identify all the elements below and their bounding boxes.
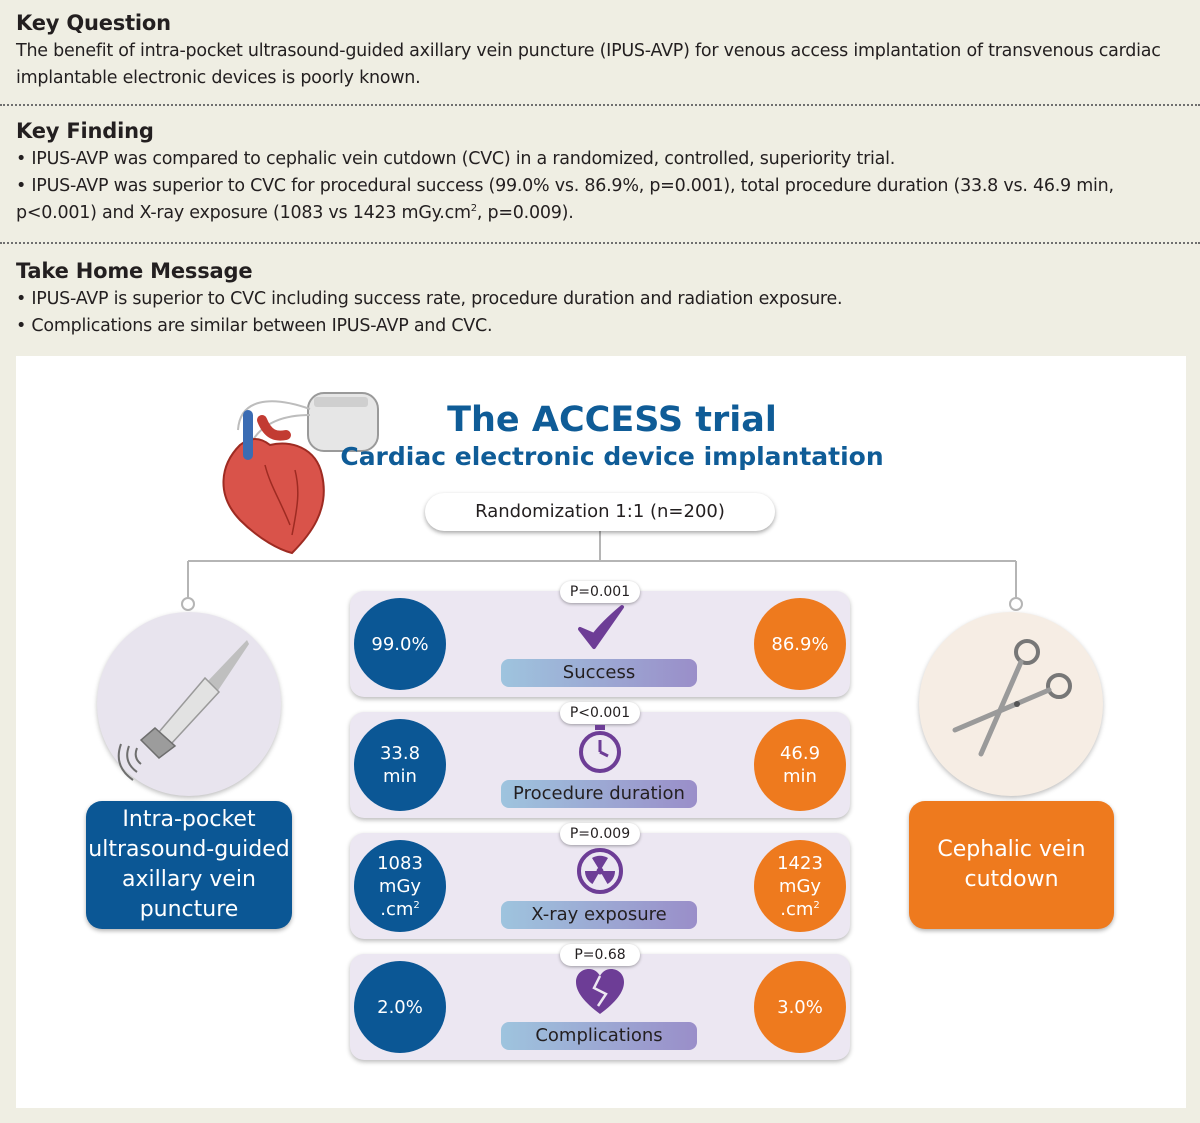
cvc-value-number: 46.9 — [779, 743, 821, 764]
key-finding-bullet-2-cont: p<0.001) and X-ray exposure (1083 vs 142… — [16, 200, 1184, 227]
p-value-badge: P=0.001 — [560, 581, 640, 603]
ipus-value-number: 1083 — [377, 852, 423, 874]
key-question-section: Key Question The benefit of intra-pocket… — [0, 10, 1200, 92]
heart-pacemaker-icon — [222, 392, 379, 555]
outcome-card-success: P=0.001 99.0% Success 86.9% — [350, 581, 850, 697]
scissors-circle — [919, 612, 1103, 796]
cvc-value-unit: mGy — [778, 875, 822, 897]
ipus-value: 99.0% — [354, 598, 446, 690]
section-divider — [0, 242, 1200, 244]
cvc-value: 1423 mGy .cm2 — [754, 840, 846, 932]
ipus-value-text: 2.0% — [377, 996, 423, 1018]
cvc-label-line2: cutdown — [964, 867, 1059, 892]
p-value-badge: P=0.68 — [560, 944, 640, 966]
outcome-card-complications: P=0.68 2.0% Complications 3.0% — [350, 944, 850, 1060]
ultrasound-circle — [97, 612, 281, 796]
key-question-text-line1: The benefit of intra-pocket ultrasound-g… — [16, 41, 1161, 61]
outcome-label: Procedure duration — [501, 780, 697, 808]
take-home-title: Take Home Message — [16, 259, 253, 283]
outcome-card-xray: P=0.009 1083 mGy .cm2 X-ray exposure 142… — [350, 823, 850, 939]
randomization-box: Randomization 1:1 (n=200) — [425, 493, 775, 531]
ipus-value-unit: mGy — [378, 875, 422, 897]
ipus-unit-superscript: 2 — [413, 899, 420, 911]
ultrasound-probe-icon — [117, 640, 249, 781]
cvc-value: 46.9 min — [754, 719, 846, 811]
take-home-bullet-2: Complications are similar between IPUS-A… — [16, 313, 1184, 340]
ipus-value-unit-cm: .cm — [380, 898, 414, 920]
outcome-label: Success — [501, 659, 697, 687]
take-home-bullet-1: IPUS-AVP is superior to CVC including su… — [16, 286, 1184, 313]
cvc-value-text: 3.0% — [777, 996, 823, 1018]
section-divider — [0, 104, 1200, 106]
radiation-icon — [570, 845, 630, 897]
cvc-value-unit-cm: .cm — [780, 898, 814, 920]
cvc-value-unit: min — [783, 766, 817, 787]
ipus-value-number: 33.8 — [379, 743, 421, 764]
key-question-title: Key Question — [16, 11, 171, 35]
outcome-label: X-ray exposure — [501, 901, 697, 929]
ipus-avp-label-line4: puncture — [139, 897, 239, 922]
key-finding-bullet-2-part-a: p<0.001) and X-ray exposure (1083 vs 142… — [16, 203, 471, 223]
cvc-value-text: 86.9% — [771, 633, 829, 655]
cvc-value-unit-area: .cm2 — [780, 898, 820, 921]
p-value-badge: P<0.001 — [560, 702, 640, 724]
scissors-icon — [952, 639, 1072, 757]
cvc-arm-box: Cephalic vein cutdown — [909, 801, 1114, 929]
ipus-value: 1083 mGy .cm2 — [354, 840, 446, 932]
take-home-section: Take Home Message IPUS-AVP is superior t… — [0, 258, 1200, 340]
cvc-label-line1: Cephalic vein — [937, 837, 1086, 862]
checkmark-icon — [570, 603, 630, 655]
ipus-value: 2.0% — [354, 961, 446, 1053]
cvc-value: 86.9% — [754, 598, 846, 690]
broken-heart-icon — [570, 966, 630, 1018]
key-finding-superscript: 2 — [470, 203, 477, 215]
cvc-unit-superscript: 2 — [813, 899, 820, 911]
ipus-avp-label-line2: ultrasound-guided — [88, 837, 290, 862]
cvc-value-number: 1423 — [777, 852, 823, 874]
trial-subtitle: Cardiac electronic device implantation — [340, 442, 884, 471]
ipus-value: 33.8 min — [354, 719, 446, 811]
key-finding-bullet-2: IPUS-AVP was superior to CVC for procedu… — [16, 173, 1184, 200]
ipus-value-text: 99.0% — [371, 633, 429, 655]
trial-title: The ACCESS trial — [447, 400, 777, 440]
ipus-avp-label-line3: axillary vein — [122, 867, 256, 892]
cvc-value: 3.0% — [754, 961, 846, 1053]
key-finding-bullet-2-part-b: , p=0.009). — [476, 203, 574, 223]
outcome-label: Complications — [501, 1022, 697, 1050]
ipus-value-unit-area: .cm2 — [380, 898, 420, 921]
ipus-avp-arm-box: Intra-pocket ultrasound-guided axillary … — [86, 801, 292, 929]
stopwatch-icon — [570, 724, 630, 776]
key-question-text-line2: implantable electronic devices is poorly… — [16, 68, 421, 88]
p-value-badge: P=0.009 — [560, 823, 640, 845]
ipus-value-unit: min — [383, 766, 417, 787]
ipus-avp-label-line1: Intra-pocket — [122, 807, 256, 832]
key-finding-section: Key Finding IPUS-AVP was compared to cep… — [0, 118, 1200, 227]
key-finding-bullet-1: IPUS-AVP was compared to cephalic vein c… — [16, 146, 1184, 173]
outcome-card-duration: P<0.001 33.8 min Procedure duration 46.9… — [350, 702, 850, 818]
key-finding-title: Key Finding — [16, 119, 154, 143]
